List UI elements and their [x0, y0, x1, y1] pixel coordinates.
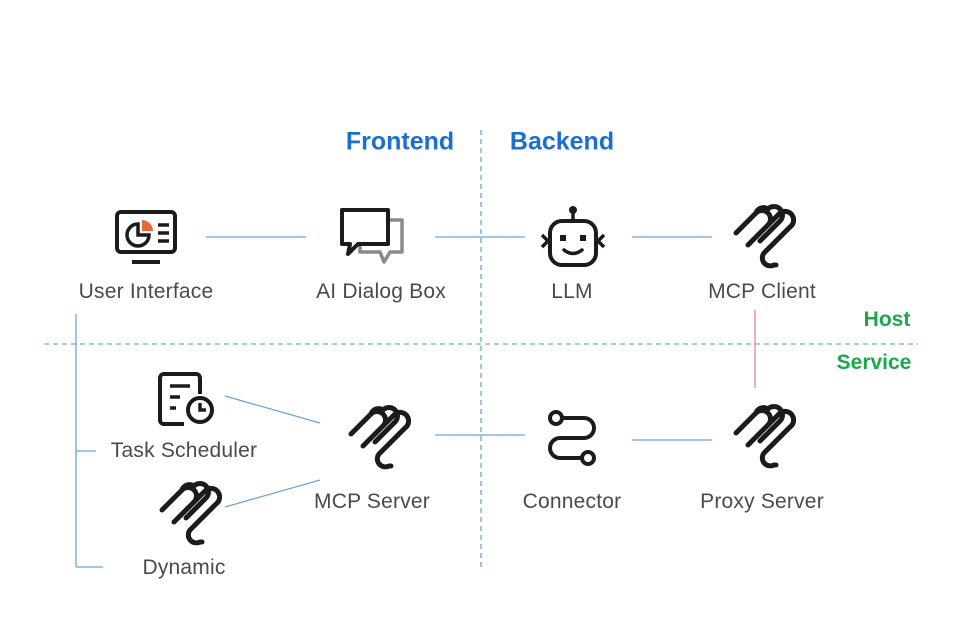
chat-bubbles-icon: [340, 208, 404, 264]
connector-label: Connector: [522, 490, 622, 513]
user-interface-label: User Interface: [78, 280, 214, 303]
mcp-logo-icon: [733, 404, 796, 469]
backend-label: Backend: [509, 127, 615, 156]
dashboard-monitor-icon: [115, 210, 177, 264]
llm-label: LLM: [551, 280, 593, 303]
frontend-label: Frontend: [345, 127, 455, 156]
mcp-server-label: MCP Server: [314, 490, 430, 513]
link-dynamic-server: [224, 479, 321, 508]
link-scheduler-server: [224, 395, 321, 424]
service-label: Service: [836, 351, 912, 374]
document-clock-icon: [158, 372, 214, 426]
connector-path-icon: [548, 410, 596, 466]
dynamic-label: Dynamic: [142, 556, 226, 579]
ai-dialog-box-label: AI Dialog Box: [316, 280, 446, 303]
task-scheduler-label: Task Scheduler: [110, 439, 258, 462]
proxy-server-label: Proxy Server: [700, 490, 824, 513]
mcp-logo-icon: [733, 204, 796, 269]
mcp-logo-icon: [348, 405, 411, 470]
host-label: Host: [863, 308, 911, 331]
mcp-logo-icon: [159, 481, 222, 546]
mcp-client-label: MCP Client: [708, 280, 816, 303]
robot-icon: [540, 206, 606, 267]
